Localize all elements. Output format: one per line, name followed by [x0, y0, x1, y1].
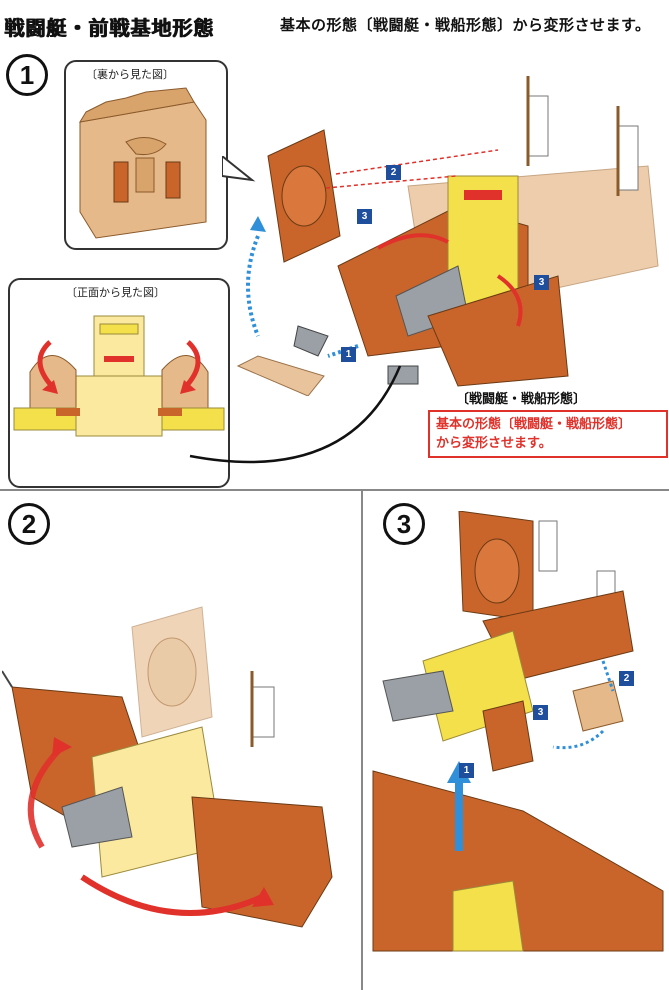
step-1-marker-3b: 3 [534, 275, 549, 290]
back-view-illustration [79, 87, 207, 239]
step-2-illustration [2, 606, 333, 928]
step-1-badge: 1 [6, 54, 48, 96]
instruction-note: 基本の形態〔戦闘艇・戦船形態〕 から変形させます。 [428, 410, 668, 458]
step-1-marker-2: 2 [386, 165, 401, 180]
inset-callout-pointer [222, 156, 256, 182]
step-1-panel: 1 〔裏から見た図〕 〔正面から見た図〕 [0, 46, 669, 489]
instruction-note-line-1: 基本の形態〔戦闘艇・戦船形態〕 [436, 417, 632, 432]
step-1-main-illustration [236, 76, 659, 396]
instruction-note-line-2: から変形させます。 [436, 436, 552, 451]
step-3-illustration [372, 511, 664, 952]
step-1-transition-curve [189, 365, 402, 464]
step-2-badge: 2 [8, 503, 50, 545]
step-2-panel: 2 [0, 491, 361, 990]
back-view-inset: 〔裏から見た図〕 [64, 60, 228, 250]
step-3-panel: 3 1 2 3 [363, 491, 669, 990]
front-view-illustration [13, 315, 225, 437]
front-view-label: 〔正面から見た図〕 [66, 286, 165, 299]
form-name-label: 〔戦闘艇・戦船形態〕 [456, 392, 587, 407]
step-3-marker-2: 2 [619, 671, 634, 686]
step-1-marker-3a: 3 [357, 209, 372, 224]
panel-divider-vertical [361, 491, 363, 990]
page-title: 戦闘艇・前戦基地形態 [4, 16, 214, 40]
page-description: 基本の形態〔戦闘艇・戦船形態〕から変形させます。 [280, 16, 651, 34]
step-3-badge: 3 [383, 503, 425, 545]
back-view-label: 〔裏から見た図〕 [86, 68, 174, 81]
step-3-marker-1: 1 [459, 763, 474, 778]
step-3-marker-3: 3 [533, 705, 548, 720]
step-1-marker-1: 1 [341, 347, 356, 362]
front-view-inset: 〔正面から見た図〕 [8, 278, 230, 488]
panel-divider-horizontal [0, 489, 669, 491]
page-header: 戦闘艇・前戦基地形態 基本の形態〔戦闘艇・戦船形態〕から変形させます。 [0, 0, 669, 46]
